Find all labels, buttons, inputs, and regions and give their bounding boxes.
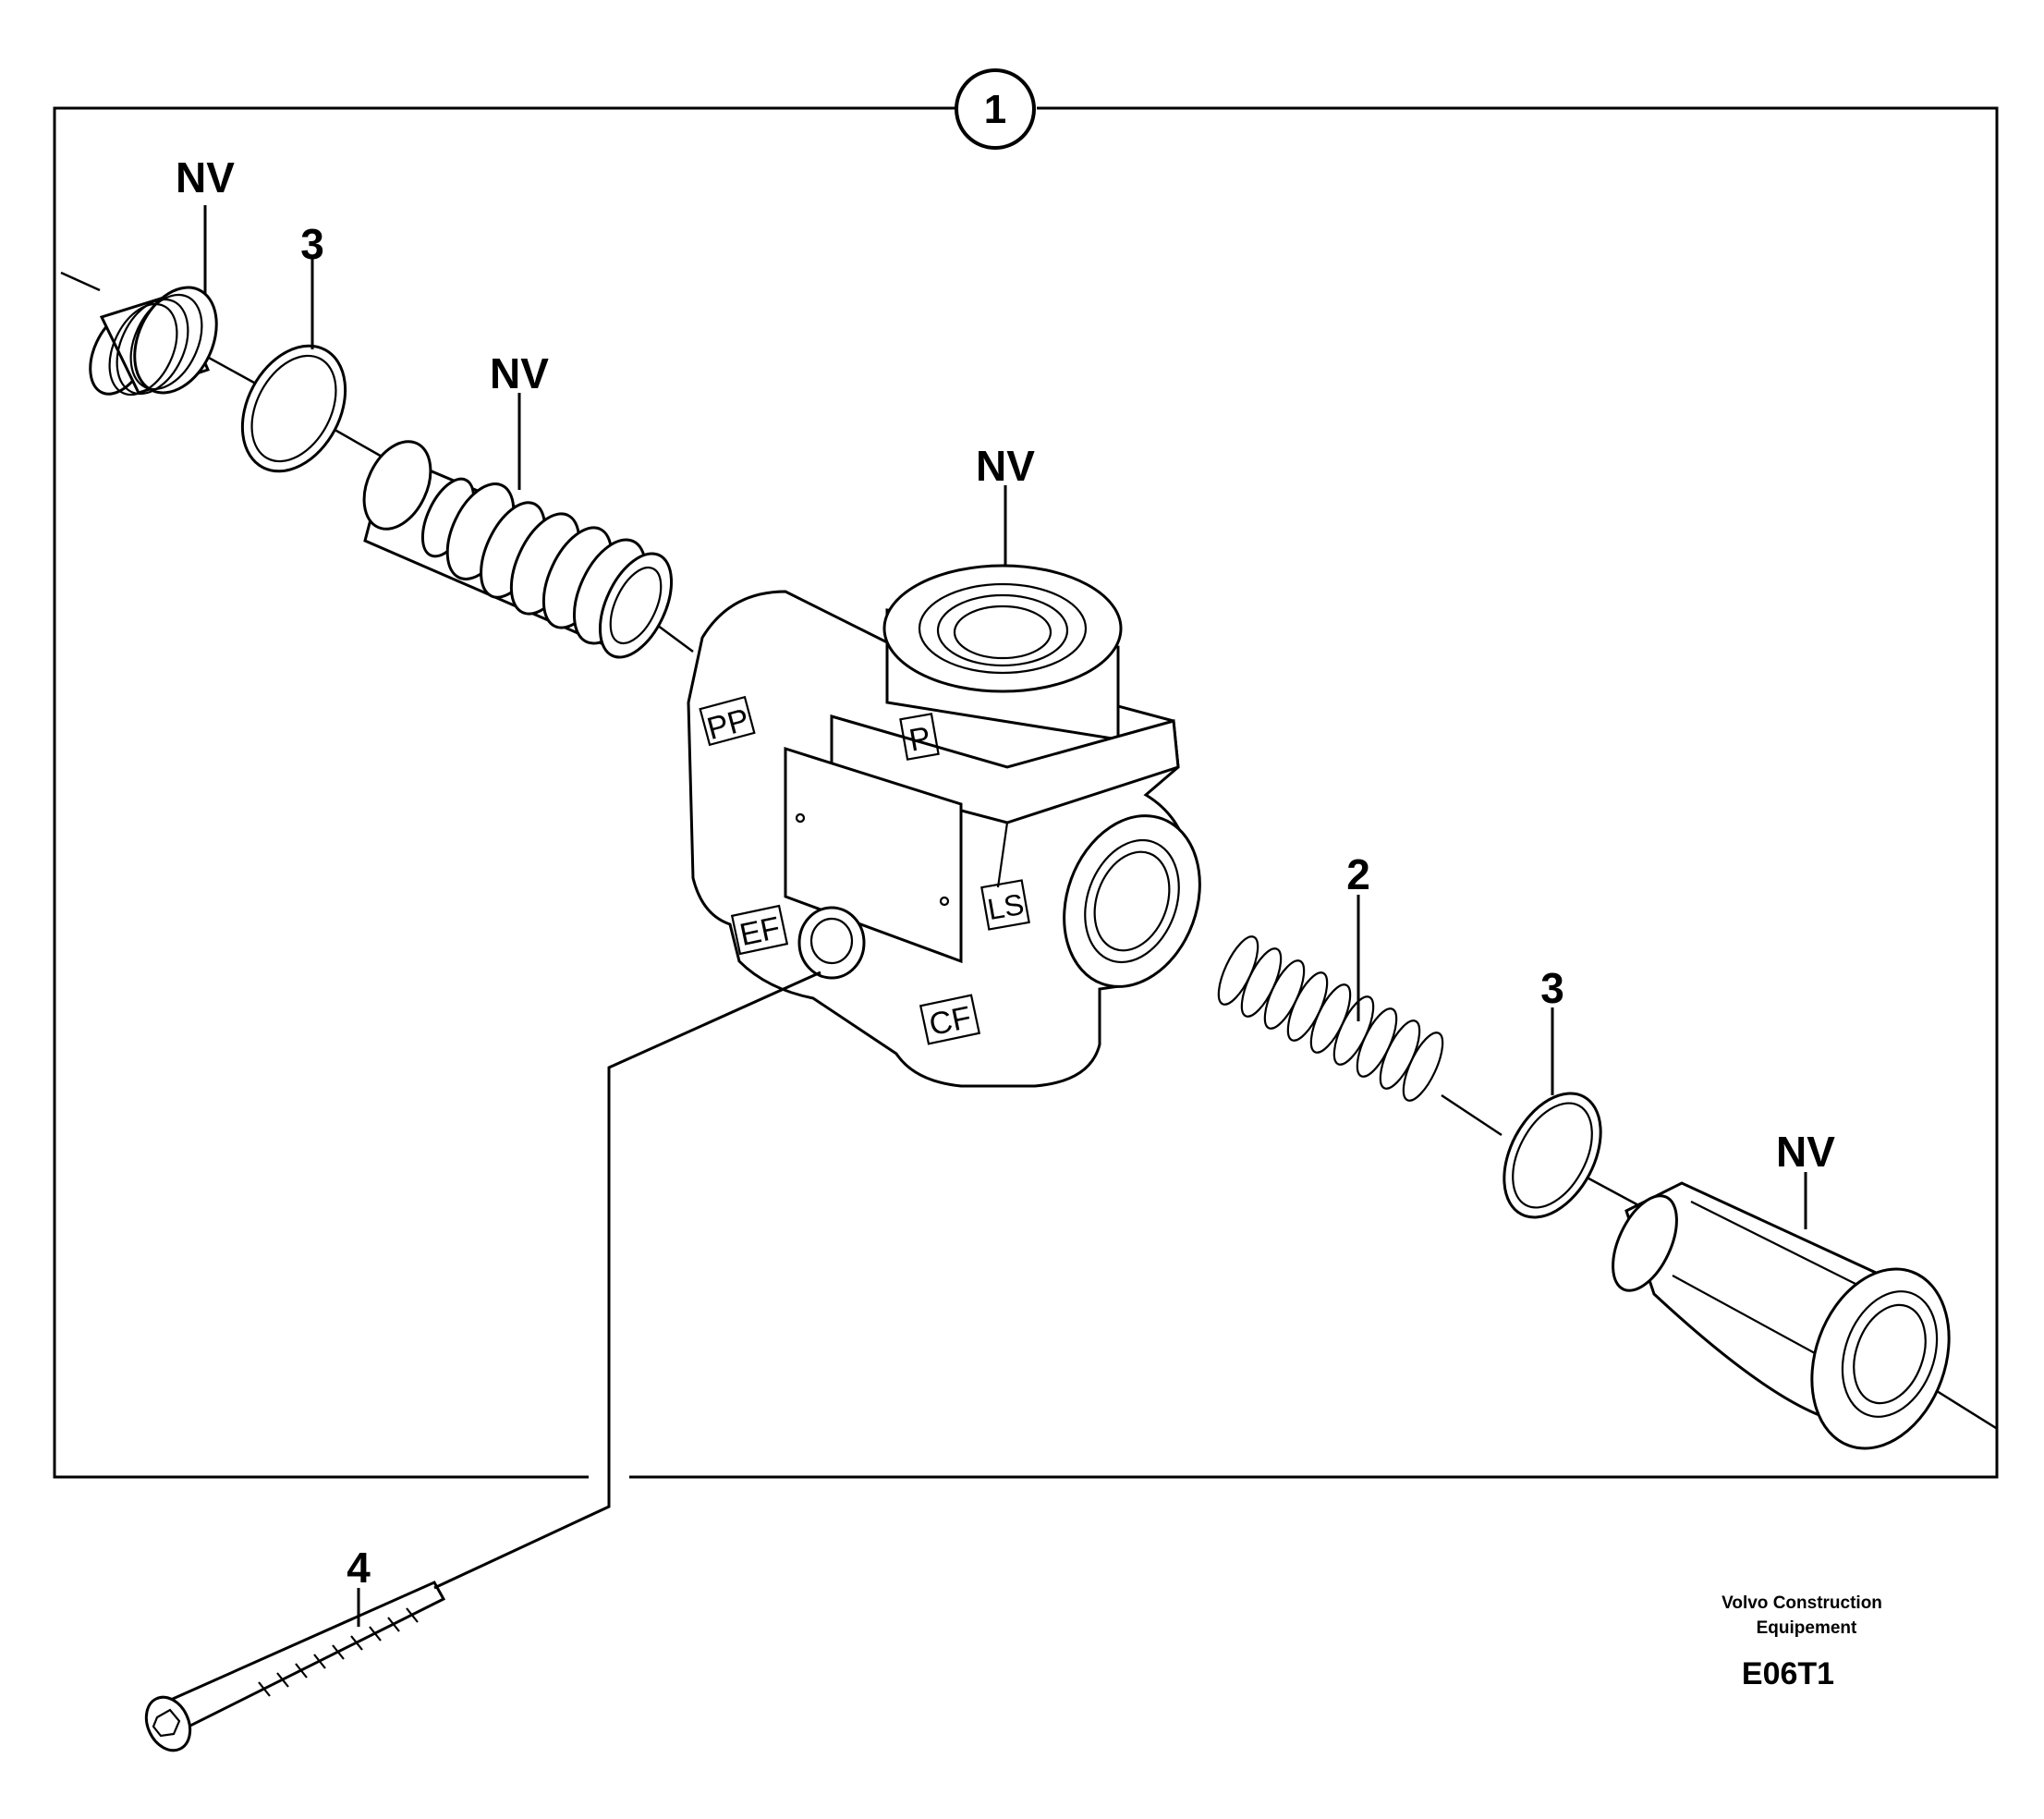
- port-label-ef: EF: [736, 910, 783, 953]
- right-fitting: [1612, 1181, 1951, 1450]
- assembly-callout: 1: [955, 68, 1036, 150]
- spring: [1217, 935, 1444, 1102]
- label-nv-fitting: NV: [1776, 1128, 1835, 1176]
- drawing-code: E06T1: [1742, 1656, 1834, 1691]
- company-name-line1: Volvo Construction: [1722, 1593, 1882, 1613]
- callout-labels: NV 3 NV NV 2 3 NV 4: [176, 153, 1835, 1592]
- valve-spool: [362, 440, 674, 659]
- label-screw: 4: [347, 1544, 371, 1592]
- label-seal-left: 3: [300, 220, 324, 268]
- label-nv-spool: NV: [490, 349, 549, 397]
- label-seal-right: 3: [1540, 964, 1564, 1012]
- port-label-ls: LS: [985, 887, 1027, 926]
- valve-body: PP P LS EF CF: [687, 564, 1201, 1088]
- label-nv-plug: NV: [176, 153, 235, 201]
- company-name-line2: Equipement: [1757, 1618, 1857, 1638]
- port-label-cf: CF: [926, 1000, 974, 1044]
- footer: Volvo Construction Equipement E06T1: [1722, 1593, 1882, 1691]
- label-spring: 2: [1346, 850, 1370, 898]
- right-seal-ring: [1503, 1092, 1602, 1219]
- left-plug: [89, 286, 218, 397]
- leader-lines: [203, 205, 1807, 1627]
- cap-screw: [144, 1581, 446, 1752]
- assembly-callout-number: 1: [984, 87, 1006, 132]
- left-seal-ring: [240, 344, 347, 473]
- label-nv-body: NV: [976, 442, 1035, 490]
